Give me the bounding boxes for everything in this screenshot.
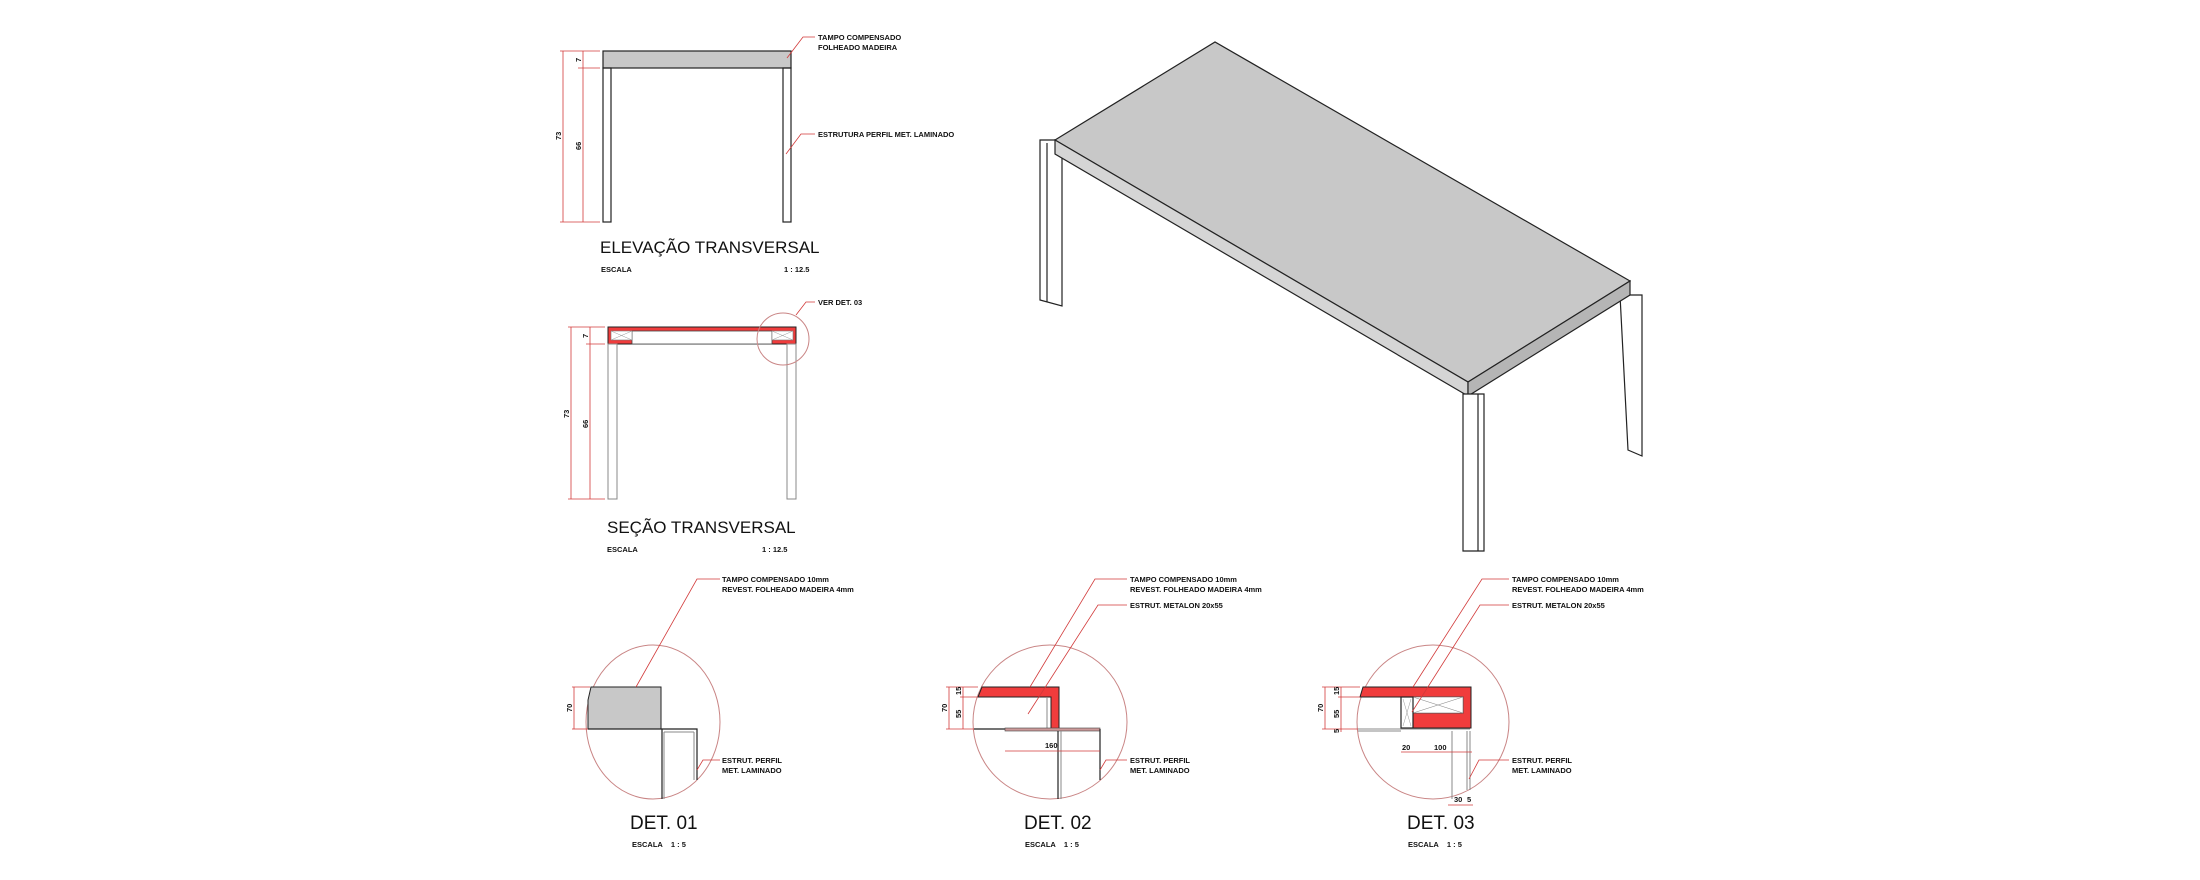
detail-01: TAMPO COMPENSADO 10mm REVEST. FOLHEADO M… [565, 575, 854, 849]
isometric-view [1039, 41, 1643, 552]
leg-right [782, 67, 792, 223]
table-top [602, 50, 792, 69]
detail-scale: ESCALA 1 : 5 [1025, 840, 1079, 849]
detail-callout-circle [756, 312, 810, 366]
note-leg-2: MET. LAMINADO [722, 766, 782, 775]
note-top-2: REVEST. FOLHEADO MADEIRA 4mm [1130, 585, 1262, 594]
dim-w2: 100 [1434, 743, 1447, 752]
dim-a: 15 [954, 687, 963, 695]
dim-b: 55 [954, 710, 963, 718]
section-view: VER DET. 03 73 7 66 SEÇÃO TRANSVERSAL ES… [562, 298, 862, 554]
note-metalon: ESTRUT. METALON 20x55 [1512, 601, 1605, 610]
note-top-1: TAMPO COMPENSADO [818, 33, 901, 42]
dim-l2: 5 [1467, 795, 1471, 804]
detail-scale: ESCALA 1 : 5 [632, 840, 686, 849]
note-leg-2: MET. LAMINADO [1512, 766, 1572, 775]
detail-title: DET. 02 [1024, 813, 1092, 834]
note-leg-1: ESTRUT. PERFIL [1512, 756, 1572, 765]
elevation-title: ELEVAÇÃO TRANSVERSAL [600, 238, 820, 257]
detail-scale: ESCALA 1 : 5 [1408, 840, 1462, 849]
dimension-lines: 73 7 66 [562, 326, 605, 500]
note-leg-1: ESTRUT. PERFIL [1130, 756, 1190, 765]
dimension-lines: 73 7 66 [554, 50, 600, 223]
note-top-1: TAMPO COMPENSADO 10mm [1512, 575, 1619, 584]
detail-02: 160 TAMPO COMPENSADO 10mm REVEST. FOLHEA… [940, 575, 1262, 849]
note-top-2: REVEST. FOLHEADO MADEIRA 4mm [1512, 585, 1644, 594]
note-leg-2: MET. LAMINADO [1130, 766, 1190, 775]
dim-c: 5 [1332, 729, 1341, 733]
dim-b: 55 [1332, 710, 1341, 718]
scale-label: ESCALA [607, 545, 638, 554]
dim-legs: 66 [581, 420, 590, 428]
scale-value: 1 : 12.5 [784, 265, 809, 274]
dim-total: 73 [562, 410, 571, 418]
note-top-2: REVEST. FOLHEADO MADEIRA 4mm [722, 585, 854, 594]
dim-top: 7 [574, 58, 583, 62]
dim-height: 70 [1316, 704, 1325, 712]
dim-l1: 30 [1454, 795, 1462, 804]
note-leg-1: ESTRUT. PERFIL [722, 756, 782, 765]
dim-height: 70 [565, 704, 574, 712]
dim-width: 160 [1045, 741, 1058, 750]
leg-left [602, 67, 612, 223]
note-metalon: ESTRUT. METALON 20x55 [1130, 601, 1223, 610]
note-top-1: TAMPO COMPENSADO 10mm [722, 575, 829, 584]
scale-label: ESCALA [601, 265, 632, 274]
dim-total: 73 [554, 132, 563, 140]
note-top-2: FOLHEADO MADEIRA [818, 43, 898, 52]
dim-legs: 66 [574, 142, 583, 150]
note-top-1: TAMPO COMPENSADO 10mm [1130, 575, 1237, 584]
elevation-view: 73 7 66 TAMPO COMPENSADO FOLHEADO MADEIR… [554, 33, 954, 274]
detail-03: 20 100 30 5 TAMPO COMPENSADO 10mm REVEST… [1316, 575, 1644, 849]
dim-top: 7 [581, 334, 590, 338]
section-title: SEÇÃO TRANSVERSAL [607, 518, 796, 537]
dim-a: 15 [1332, 687, 1341, 695]
note-detail-ref: VER DET. 03 [818, 298, 862, 307]
note-structure: ESTRUTURA PERFIL MET. LAMINADO [818, 130, 954, 139]
scale-value: 1 : 12.5 [762, 545, 787, 554]
detail-title: DET. 01 [630, 813, 698, 834]
dim-w1: 20 [1402, 743, 1410, 752]
detail-title: DET. 03 [1407, 813, 1475, 834]
dim-height: 70 [940, 704, 949, 712]
